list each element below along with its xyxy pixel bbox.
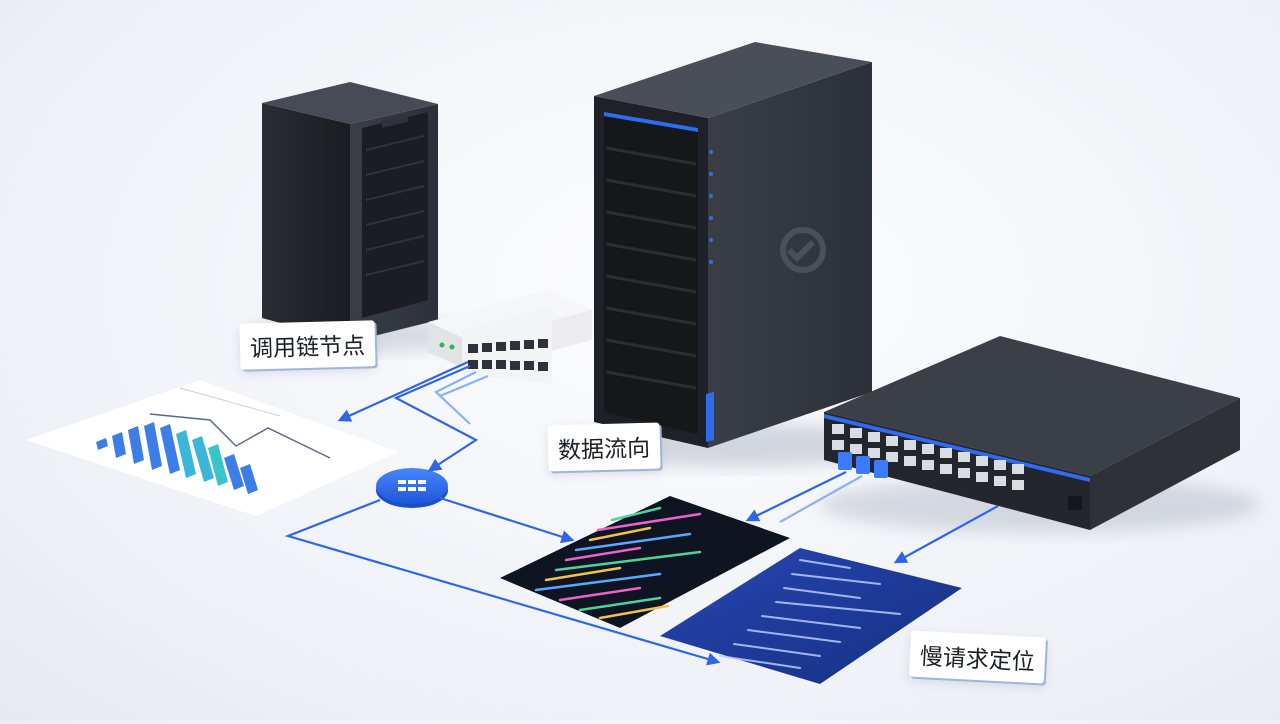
large-tower-server (594, 42, 872, 448)
hub-node (376, 468, 448, 508)
small-tower-server (262, 82, 438, 342)
terminal-panel (500, 496, 790, 628)
chart-card (26, 380, 398, 516)
small-switch (428, 290, 592, 384)
grid-node-icon (398, 480, 426, 491)
bar-chart-marks (96, 422, 258, 494)
label-call-chain-node: 调用链节点 (239, 320, 376, 370)
label-slow-request-locate: 慢请求定位 (908, 630, 1047, 684)
wave-logo-icon (780, 227, 826, 273)
label-data-flow: 数据流向 (547, 422, 661, 472)
flow-arrows (284, 360, 999, 666)
code-panel (660, 548, 962, 684)
large-switch (824, 336, 1240, 530)
